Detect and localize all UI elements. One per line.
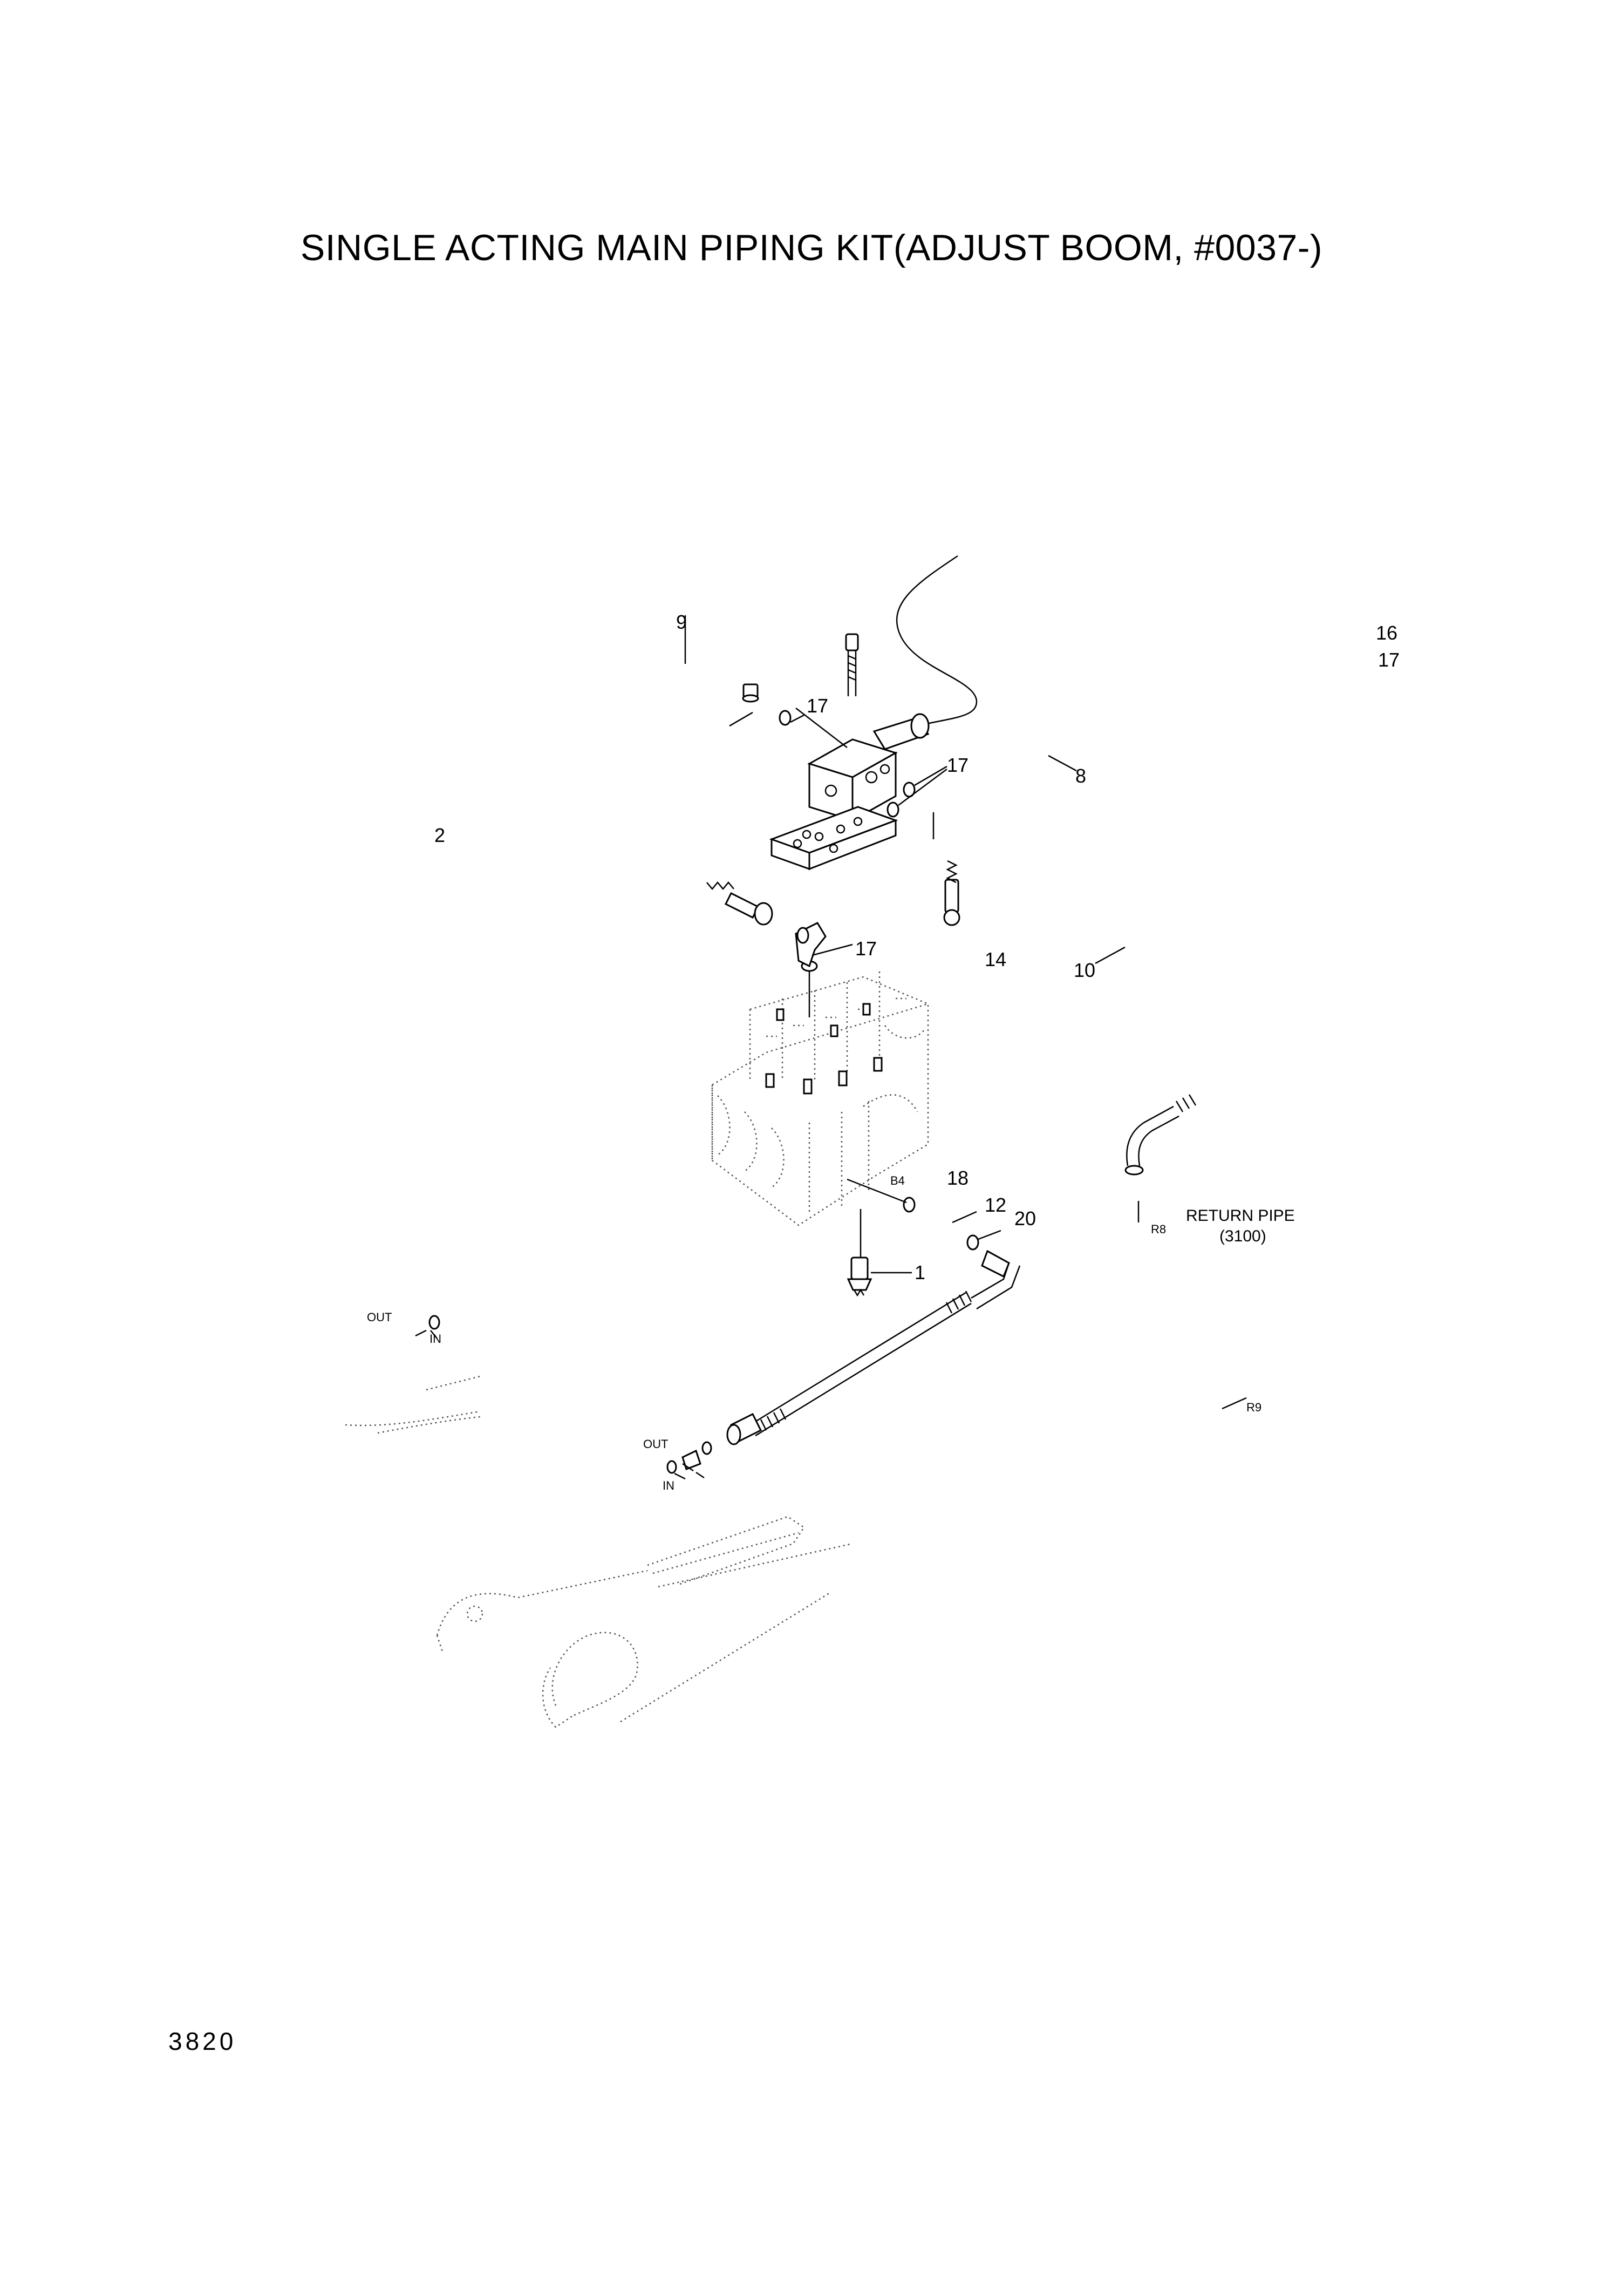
- page-title: SINGLE ACTING MAIN PIPING KIT(ADJUST BOO…: [300, 227, 1323, 268]
- port-label-b4: B4: [890, 1174, 905, 1187]
- callout-12: 12: [985, 1194, 1006, 1216]
- solenoid-cable: [896, 555, 978, 727]
- solenoid-block: [807, 738, 898, 822]
- callout-17: 17: [855, 938, 877, 960]
- page-number: 3820: [168, 2027, 237, 2055]
- port-label-r9: R9: [1246, 1401, 1261, 1414]
- port-label-in: IN: [429, 1332, 441, 1346]
- callout-9: 9: [676, 611, 687, 633]
- callout-2: 2: [434, 824, 445, 846]
- hose-fitting-vertical: [943, 860, 960, 926]
- pressure-hose: [726, 1249, 1021, 1445]
- callout-1: 1: [915, 1261, 925, 1283]
- return-pipe-reference: (3100): [1219, 1227, 1266, 1245]
- callout-8: 8: [1075, 765, 1086, 787]
- callout-16: 16: [1376, 622, 1397, 644]
- callout-10: 10: [1074, 959, 1095, 981]
- callout-18: 18: [947, 1167, 969, 1189]
- hose-fitting-left: [706, 881, 773, 926]
- port-label-out: OUT: [643, 1437, 668, 1451]
- solenoid-bolt: [845, 633, 859, 696]
- solenoid-coil: [872, 713, 930, 750]
- leader-lines: [430, 615, 1247, 1480]
- callout-17: 17: [807, 695, 828, 717]
- return-pipe-label: RETURN PIPE: [1186, 1207, 1295, 1225]
- port-label-in: IN: [663, 1479, 674, 1492]
- check-valve: [847, 1256, 872, 1297]
- adapter-in: [681, 1449, 701, 1470]
- o-rings: [428, 710, 979, 1474]
- mounting-bracket: [769, 806, 898, 871]
- main-control-valve: [711, 972, 929, 1226]
- callout-17: 17: [947, 754, 969, 776]
- port-fittings-left: [415, 1329, 427, 1337]
- callout-14: 14: [985, 948, 1006, 970]
- port-label-out: OUT: [367, 1310, 392, 1324]
- return-pipe-fitting: [1124, 1094, 1197, 1176]
- callout-17: 17: [1378, 649, 1400, 671]
- boom-outline: [345, 1375, 853, 1728]
- elbow-fitting: [795, 922, 827, 968]
- port-label-r8: R8: [1151, 1222, 1166, 1236]
- plug-top: [742, 683, 759, 703]
- callout-20: 20: [1014, 1207, 1036, 1229]
